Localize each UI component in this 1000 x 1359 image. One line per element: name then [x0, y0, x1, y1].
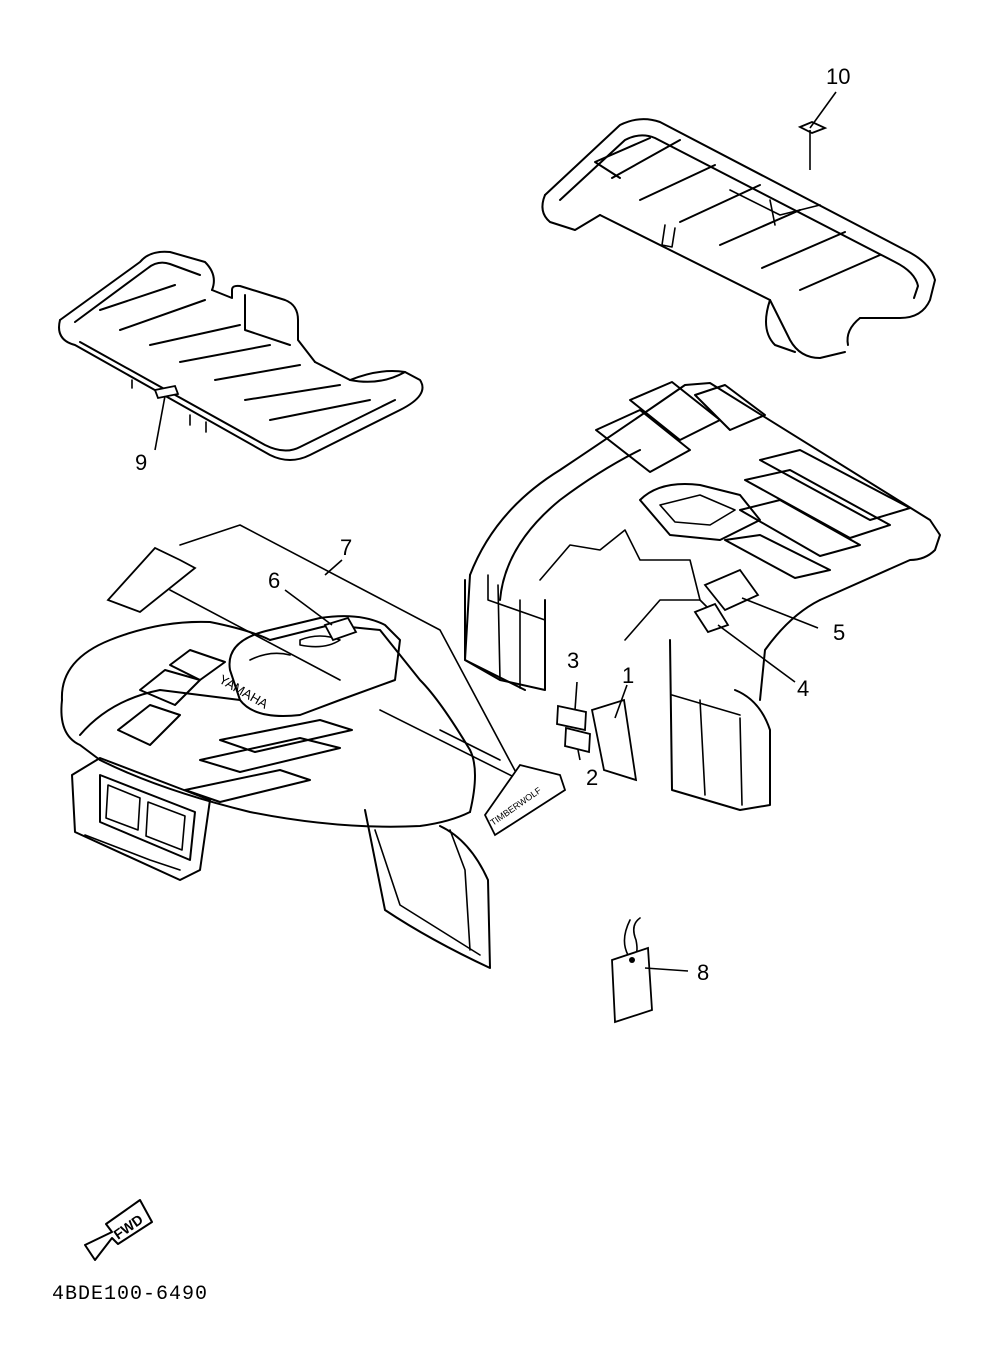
decal-2: [564, 726, 591, 754]
callout-8: 8: [697, 960, 709, 985]
decal-timberwolf: [483, 763, 567, 837]
decal-6: [323, 616, 358, 642]
callout-numbers: 1 2 3 4 5 6 7 8 9 10: [135, 64, 850, 985]
callout-10: 10: [826, 64, 850, 89]
fwd-direction-arrow: FWD: [84, 1199, 153, 1261]
callout-9: 9: [135, 450, 147, 475]
callout-5: 5: [833, 620, 845, 645]
callout-4: 4: [797, 676, 809, 701]
decal-3: [556, 704, 587, 732]
decal-group: [106, 121, 828, 1024]
callout-1: 1: [622, 663, 634, 688]
front-carrier: [58, 250, 424, 461]
decal-10: [797, 121, 828, 134]
decal-9: [153, 384, 180, 400]
tank-brand-label: YAMAHA: [217, 672, 271, 712]
leader-lines: [154, 91, 837, 972]
decal-8-tag: [611, 946, 653, 1024]
callout-3: 3: [567, 648, 579, 673]
decal-4: [693, 602, 730, 634]
front-fender: [60, 524, 521, 969]
fwd-arrow-icon: [84, 1199, 153, 1261]
callout-7: 7: [340, 535, 352, 560]
diagram-code: 4BDE100-6490: [52, 1283, 208, 1306]
rear-fender: [464, 381, 941, 811]
rear-carrier: [541, 118, 936, 359]
callout-6: 6: [268, 568, 280, 593]
callout-2: 2: [586, 765, 598, 790]
decal-5: [703, 568, 760, 612]
decal-1: [590, 698, 638, 782]
decal-7-arrow: [106, 546, 197, 614]
tag-string: [623, 917, 641, 957]
